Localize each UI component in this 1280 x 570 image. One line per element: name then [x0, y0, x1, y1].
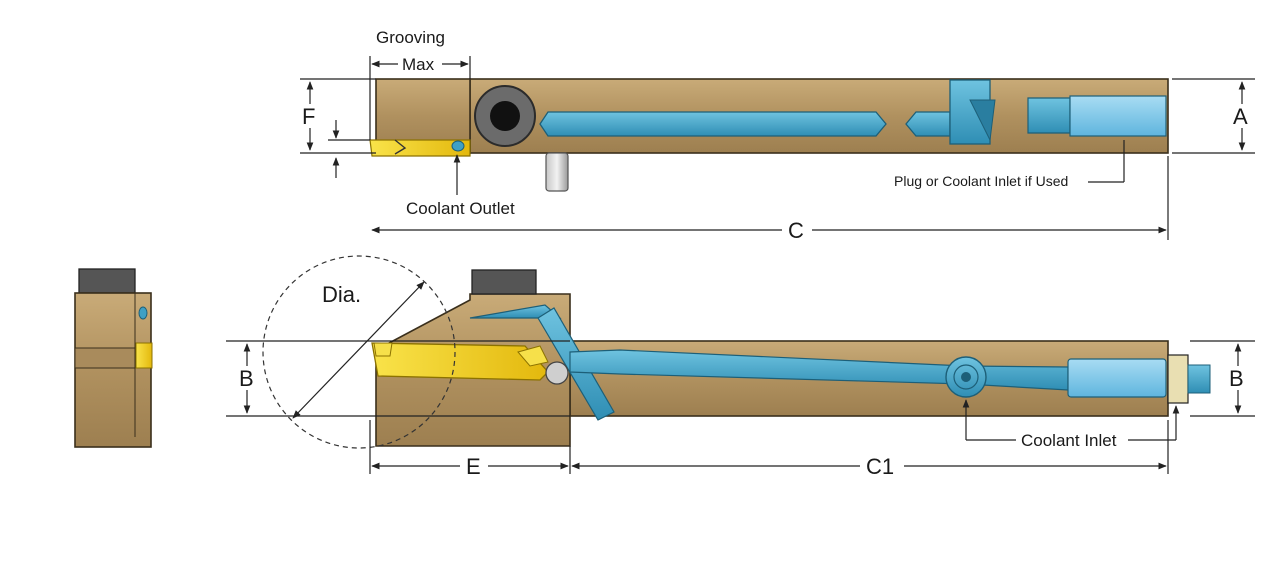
top-insert — [369, 139, 471, 157]
c-label: C — [788, 218, 804, 243]
top-coolant-channel — [539, 111, 887, 137]
f-label: F — [302, 104, 315, 129]
side-clamp — [471, 269, 537, 295]
end-view-body — [74, 292, 152, 448]
top-view: Grooving Max F Coolant Outlet A Plug or … — [300, 28, 1255, 243]
end-view — [74, 268, 153, 448]
side-insert — [371, 342, 549, 381]
side-view: Dia. B B Coolant Inlet E C1 — [226, 255, 1255, 479]
coolant-inlet-label: Coolant Inlet — [1021, 431, 1117, 450]
top-plug — [1069, 95, 1167, 137]
a-label: A — [1233, 104, 1248, 129]
b-left-label: B — [239, 366, 254, 391]
max-label: Max — [402, 55, 435, 74]
coolant-outlet-label: Coolant Outlet — [406, 199, 515, 218]
b-right-label: B — [1229, 366, 1244, 391]
plug-note: Plug or Coolant Inlet if Used — [894, 173, 1068, 189]
dia-label: Dia. — [322, 282, 361, 307]
grooving-label: Grooving — [376, 28, 445, 47]
e-label: E — [466, 454, 481, 479]
side-end-fitting — [1167, 354, 1189, 404]
top-pin — [545, 152, 569, 192]
side-plug — [1067, 358, 1167, 398]
dia-circle — [262, 255, 456, 449]
side-pin — [545, 361, 569, 385]
c1-label: C1 — [866, 454, 894, 479]
end-view-clamp — [78, 268, 136, 294]
